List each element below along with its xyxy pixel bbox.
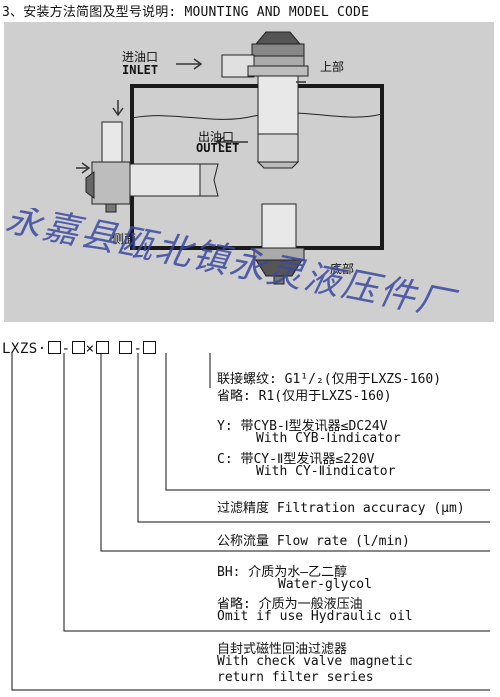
- filtration-accuracy: 过滤精度 Filtration accuracy (μm): [217, 501, 465, 516]
- series-en-2: return filter series: [217, 670, 374, 685]
- series-desc: 自封式磁性回油过滤器: [217, 642, 348, 657]
- indicator-y-en: With CYB-Ⅰindicator: [256, 431, 401, 446]
- indicator-c-en: With CY-Ⅱindicator: [256, 464, 396, 479]
- outlet-label-cn: 出油口: [198, 130, 235, 144]
- indicator-y-desc: Y: 带CYB-Ⅰ型发讯器≤DC24V: [217, 419, 388, 434]
- bottom-position-label: 底部: [330, 262, 355, 276]
- medium-bh-en: Water-glycol: [278, 577, 372, 592]
- mounting-diagram-drawing: [4, 22, 494, 322]
- code-box-2: [71, 341, 85, 354]
- code-box-1: [47, 341, 61, 354]
- thread-desc: 联接螺纹: G1¹/₂(仅用于LXZS-160): [217, 372, 442, 387]
- section-heading: 3、安装方法简图及型号说明: MOUNTING AND MODEL CODE: [2, 5, 370, 20]
- inlet-label-en: INLET: [122, 63, 159, 77]
- top-position-label: 上部: [320, 60, 345, 74]
- code-sep-1: -: [61, 341, 71, 357]
- side-filter-drawing: [85, 121, 219, 213]
- outlet-label-en: OUTLET: [196, 141, 240, 155]
- flow-rate: 公称流量 Flow rate (l/min): [217, 534, 410, 549]
- thread-omit-desc: 省略: R1(仅用于LXZS-160): [217, 389, 392, 404]
- series-en-1: With check valve magnetic: [217, 654, 413, 669]
- code-box-3: [95, 341, 109, 354]
- code-box-5: [143, 341, 157, 354]
- medium-omit-desc: 省略: 介质为一般液压油: [217, 597, 363, 612]
- model-code: LXZS·-× -: [2, 341, 157, 357]
- medium-omit-en: Omit if use Hydraulic oil: [217, 609, 413, 624]
- model-prefix: LXZS·: [2, 341, 47, 357]
- indicator-c-desc: C: 带CY-Ⅱ型发讯器≤220V: [217, 452, 375, 467]
- code-box-4: [119, 341, 133, 354]
- code-sep-2: ×: [85, 341, 95, 357]
- bottom-filter-drawing: [253, 203, 305, 285]
- side-position-label: 侧面: [112, 232, 137, 246]
- mounting-diagram: 进油口 INLET 出油口 OUTLET 上部 侧面 底部: [4, 22, 494, 322]
- code-sep-3: -: [133, 341, 143, 357]
- medium-bh-desc: BH: 介质为水—乙二醇: [217, 565, 348, 580]
- inlet-label-cn: 进油口: [122, 50, 159, 64]
- top-filter-drawing: [221, 31, 309, 169]
- watermark: 永嘉县瓯北镇永灵液压件厂: [2, 199, 494, 328]
